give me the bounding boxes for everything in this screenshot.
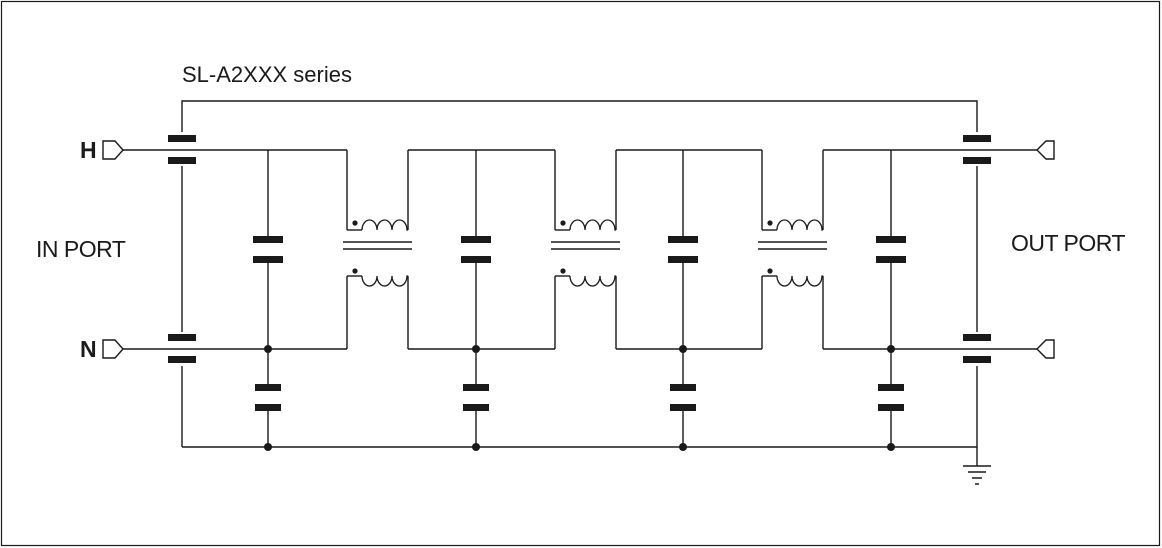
common-mode-choke-2 [551, 150, 620, 349]
out-port-label: OUT PORT [1011, 230, 1125, 256]
common-mode-choke-3 [758, 150, 827, 349]
feedthrough-cap-right-n [963, 334, 991, 363]
in-port-label: IN PORT [36, 236, 126, 262]
terminal-n-label: N [80, 336, 97, 362]
ground-icon [963, 465, 991, 485]
shield-wire [181, 100, 978, 132]
feedthrough-cap-right-h [963, 135, 991, 164]
common-mode-choke-1 [343, 150, 412, 349]
y-capacitor-2 [463, 349, 489, 447]
junction-dot [679, 345, 687, 353]
junction-dot [472, 443, 480, 451]
y-capacitor-3 [670, 349, 696, 447]
junction-dot [887, 443, 895, 451]
junction-dot [264, 345, 272, 353]
x-capacitor-1 [253, 150, 283, 349]
y-capacitor-1 [255, 349, 281, 447]
junction-dot [679, 443, 687, 451]
input-h-connector [102, 140, 124, 160]
x-capacitor-3 [668, 150, 698, 349]
junction-dot [472, 345, 480, 353]
junction-dot [887, 345, 895, 353]
y-capacitor-4 [878, 349, 904, 447]
terminal-h-label: H [80, 137, 97, 163]
feedthrough-cap-left-h [168, 135, 196, 164]
x-capacitor-2 [461, 150, 491, 349]
series-title: SL-A2XXX series [182, 62, 352, 87]
output-h-connector [1036, 140, 1055, 160]
x-capacitor-4 [876, 150, 906, 349]
output-n-connector [1036, 339, 1055, 359]
feedthrough-cap-left-n [168, 334, 196, 363]
junction-dot [264, 443, 272, 451]
input-n-connector [102, 339, 124, 359]
